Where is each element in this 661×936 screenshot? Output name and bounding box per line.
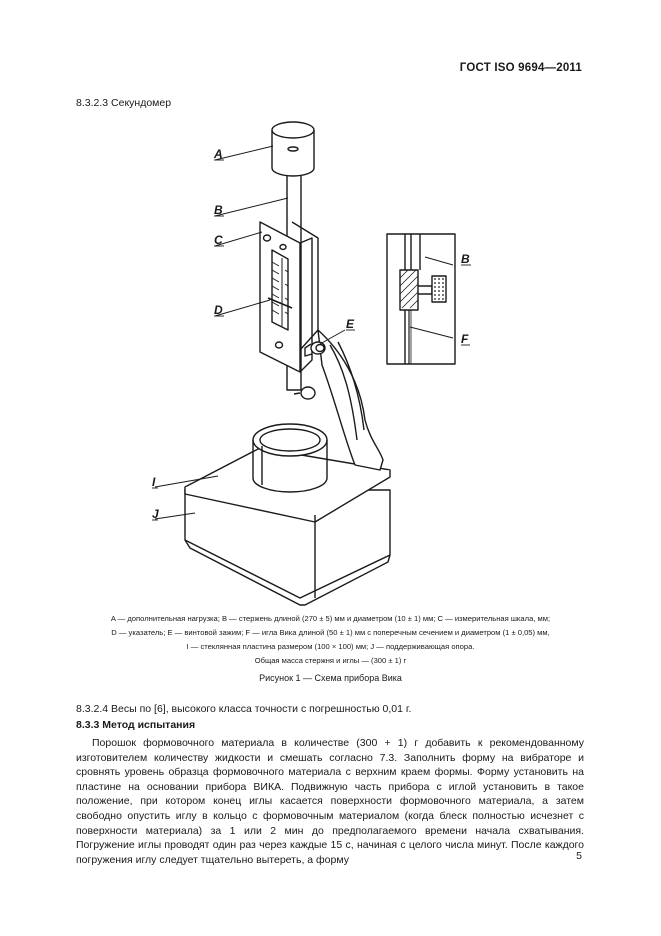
label-b: B	[214, 203, 223, 217]
measuring-scale-shape	[259, 221, 301, 373]
vicat-apparatus-figure: A B C D E B F I J	[152, 121, 471, 606]
legend-line: Общая масса стержня и иглы — (300 ± 1) г	[254, 656, 407, 665]
label-b-inset: B	[461, 252, 470, 266]
section-8-3-3-heading: 8.3.3 Метод испытания	[76, 719, 196, 731]
method-paragraph: Порошок формовочного материала в количес…	[76, 737, 584, 866]
document-header: ГОСТ ISO 9694—2011	[459, 62, 582, 74]
figure-legend: A — дополнительная нагрузка; B — стержен…	[40, 612, 621, 668]
figure-title: Рисунок 1 — Схема прибора Вика	[259, 673, 402, 683]
label-i: I	[152, 475, 156, 489]
label-a: A	[213, 147, 223, 161]
label-d: D	[214, 303, 223, 317]
legend-line: I — стеклянная пластина размером (100 × …	[186, 642, 475, 651]
label-f: F	[461, 332, 469, 346]
section-8-3-2-4: 8.3.2.4 Весы по [6], высокого класса точ…	[76, 703, 412, 715]
legend-line: D — указатель; E — винтовой зажим; F — и…	[111, 628, 550, 637]
label-c: C	[214, 233, 223, 247]
label-j: J	[152, 507, 159, 521]
label-e: E	[346, 317, 355, 331]
section-8-3-2-3: 8.3.2.3 Секундомер	[76, 97, 172, 109]
page-number: 5	[576, 850, 582, 862]
legend-line: A — дополнительная нагрузка; B — стержен…	[110, 614, 551, 623]
